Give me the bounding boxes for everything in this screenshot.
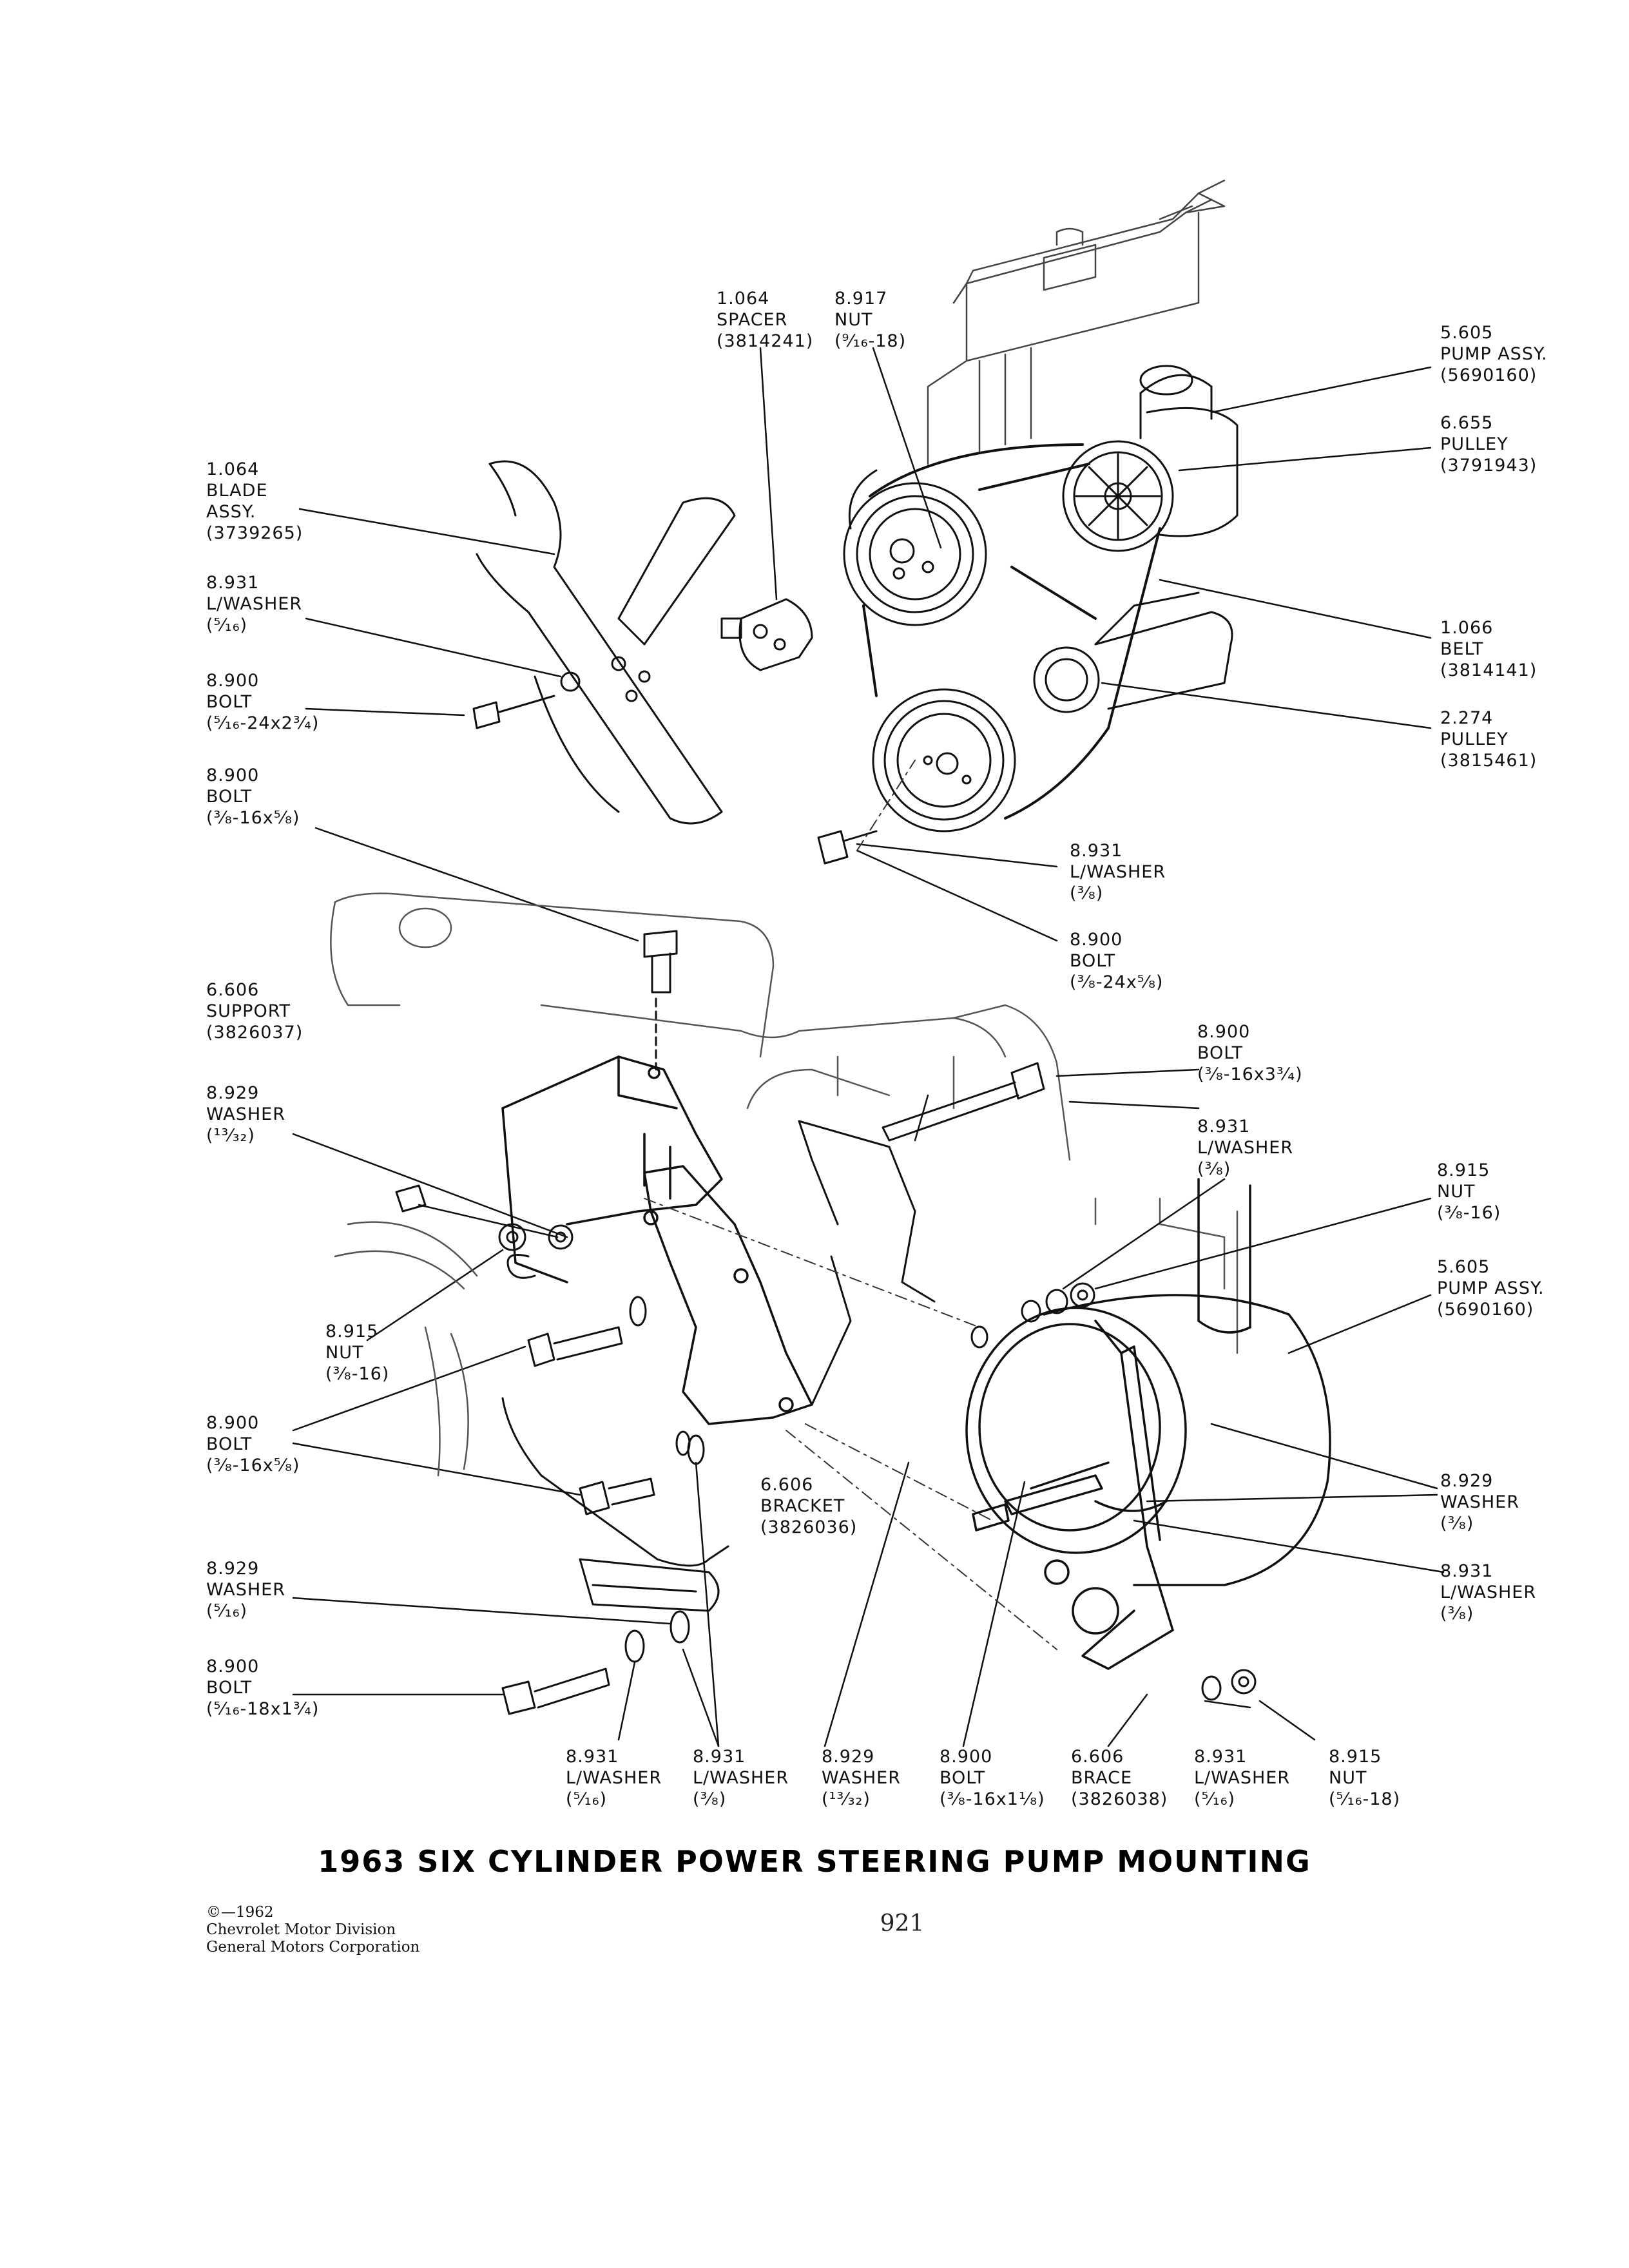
label-bottom-bolt: 8.900 BOLT (³⁄₈-16x1¹⁄₈) [940,1747,1045,1809]
crankshaft-pulley-lower [872,688,1016,832]
long-bolt [882,1062,1200,1142]
page-number: 921 [880,1910,925,1937]
mount-bracket [643,1165,813,1425]
drive-belt [862,443,1161,820]
pump-pulley-top [1062,440,1174,552]
fan-bolt-and-washer [472,671,581,729]
upper-bolt [817,830,878,865]
label-lwasher-38-right: 8.931 L/WASHER (³⁄₈) [1440,1561,1537,1624]
alignment-lines [644,760,1057,1650]
pump-body-top [1139,365,1239,537]
label-spacer: 1.064 SPACER (3814241) [717,289,814,351]
label-lwasher-38-b: 8.931 L/WASHER (³⁄₈) [1197,1117,1294,1179]
label-bolt-long: 8.900 BOLT (³⁄₈-16x3³⁄₄) [1197,1022,1303,1084]
label-nut-top: 8.917 NUT (⁹⁄₁₆-18) [834,289,907,351]
label-lwasher-516: 8.931 L/WASHER (⁵⁄₁₆) [206,573,303,635]
label-bottom-lwasher-516-2: 8.931 L/WASHER (⁵⁄₁₆) [1194,1747,1291,1809]
label-bottom-nut: 8.915 NUT (⁵⁄₁₆-18) [1329,1747,1401,1809]
left-leaders [292,1133,1316,1747]
engine-manifold [330,892,1239,1354]
large-pulley-arcs [334,1221,478,1477]
slotted-arm [501,1397,729,1612]
page-title: 1963 SIX CYLINDER POWER STEERING PUMP MO… [318,1844,1311,1879]
label-support: 6.606 SUPPORT (3826037) [206,980,304,1043]
label-pump-assy-top: 5.605 PUMP ASSY. (5690160) [1440,323,1548,385]
engine-valve-cover [927,179,1226,465]
label-nut-38-right: 8.915 NUT (³⁄₈-16) [1437,1160,1501,1223]
label-lwasher-38-a: 8.931 L/WASHER (³⁄₈) [1070,841,1166,903]
label-bolt-38-16: 8.900 BOLT (³⁄₈-16x⁵⁄₈) [206,765,300,828]
label-bolt-38-left: 8.900 BOLT (³⁄₈-16x⁵⁄₈) [206,1413,300,1475]
copyright-block: ©—1962 Chevrolet Motor Division General … [206,1904,420,1956]
label-nut-38-left: 8.915 NUT (³⁄₈-16) [325,1321,390,1384]
label-washer-38-right: 8.929 WASHER (³⁄₈) [1440,1471,1519,1533]
label-bolt-516: 8.900 BOLT (⁵⁄₁₆-24x2³⁄₄) [206,671,320,733]
support-bracket [501,1055,723,1283]
label-bolt-38-24: 8.900 BOLT (³⁄₈-24x⁵⁄₈) [1070,930,1164,992]
idler-pulley [1033,591,1233,713]
label-bottom-lwasher-516: 8.931 L/WASHER (⁵⁄₁₆) [566,1747,662,1809]
label-bottom-brace: 6.606 BRACE (3826038) [1071,1747,1168,1809]
label-bolt-516-18: 8.900 BOLT (⁵⁄₁₆-18x1³⁄₄) [206,1657,320,1719]
label-belt: 1.066 BELT (3814141) [1440,618,1537,680]
label-washer-1332: 8.929 WASHER (¹³⁄₃₂) [206,1083,285,1146]
support-bolt [643,930,678,1071]
right-leaders [914,1094,1445,1573]
right-fasteners [970,1282,1257,1701]
label-washer-516: 8.929 WASHER (⁵⁄₁₆) [206,1559,285,1621]
label-bracket: 6.606 BRACKET (3826036) [760,1475,858,1537]
bracket-frame [798,1120,936,1406]
label-pulley-lower: 2.274 PULLEY (3815461) [1440,708,1537,771]
label-bottom-lwasher-38: 8.931 L/WASHER (³⁄₈) [693,1747,789,1809]
label-pulley-top: 6.655 PULLEY (3791943) [1440,413,1537,476]
upper-leaders [298,347,1432,942]
crankshaft-pulley-upper [843,469,987,626]
left-fasteners [395,1184,705,1715]
label-pump-assy-mid: 5.605 PUMP ASSY. (5690160) [1437,1257,1545,1320]
label-bottom-washer-1332: 8.929 WASHER (¹³⁄₃₂) [822,1747,901,1809]
fan-spacer [720,598,813,671]
fan-blade [476,460,736,825]
power-steering-pump [965,1178,1331,1670]
label-blade: 1.064 BLADE ASSY. (3739265) [206,459,304,543]
